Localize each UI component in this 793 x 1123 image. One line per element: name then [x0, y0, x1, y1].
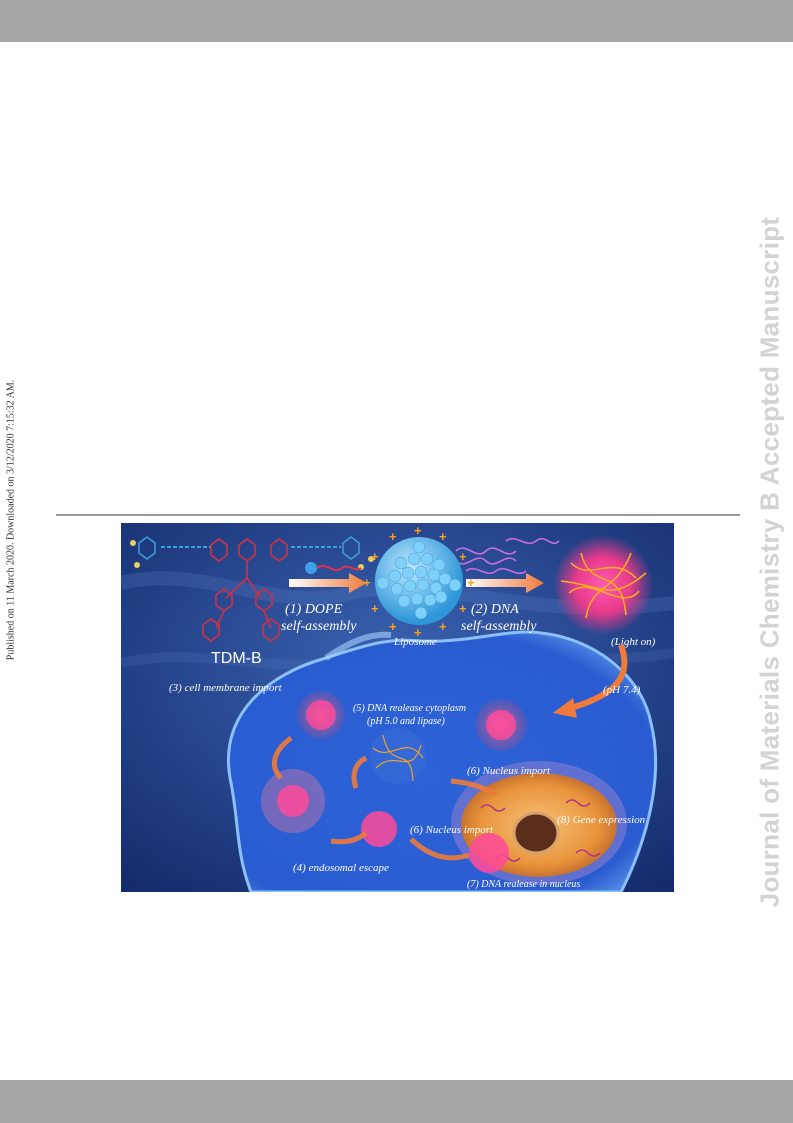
top-bar [0, 0, 793, 42]
svg-text:+: + [439, 529, 447, 544]
particle-entry [475, 699, 527, 751]
svg-text:+: + [389, 619, 397, 634]
step4-label: (4) endosomal escape [293, 862, 389, 874]
particle-cytoplasm [370, 728, 426, 784]
svg-text:+: + [459, 549, 467, 564]
bottom-bar [0, 1080, 793, 1123]
svg-text:+: + [389, 529, 397, 544]
step2-label-line1: (2) DNA [471, 602, 519, 617]
step5-label-line2: (pH 5.0 and lipase) [367, 716, 445, 727]
particle-escape [361, 811, 397, 847]
step1-label-line1: (1) DOPE [285, 602, 343, 617]
arrow-entry [570, 643, 628, 711]
accepted-manuscript-watermark: Journal of Materials Chemistry B Accepte… [754, 216, 785, 908]
tdm-b-molecule [130, 536, 374, 643]
svg-text:+: + [371, 549, 379, 564]
lipoplex-particle [553, 535, 653, 635]
step3-label: (3) cell membrane import [169, 682, 283, 694]
svg-text:+: + [363, 575, 371, 590]
step6b-label: (6) Nucleus import [410, 824, 494, 836]
particle-endosome [261, 769, 325, 833]
nucleolus [512, 811, 560, 855]
arrow-step2 [466, 573, 544, 593]
liposome-label: Liposome [393, 636, 437, 648]
step2-label-line2: self-assembly [461, 619, 537, 634]
ph74-label: (pH 7.4) [603, 684, 641, 696]
particle-membrane [297, 691, 345, 739]
svg-text:+: + [459, 601, 467, 616]
svg-text:+: + [467, 575, 475, 590]
svg-text:+: + [414, 625, 422, 640]
step8-label: (8) Gene expression [557, 814, 646, 826]
svg-text:+: + [439, 619, 447, 634]
svg-text:+: + [414, 523, 422, 538]
horizontal-rule [56, 514, 740, 516]
graphical-abstract: TDM-B +++ ++++ +++++ Liposome (1) DOPE [121, 523, 674, 892]
light-on-label: (Light on) [611, 636, 656, 648]
compound-label: TDM-B [211, 650, 262, 667]
arrow-step1 [289, 573, 367, 593]
particle-nuclear-pore [469, 833, 509, 873]
step5-label-line1: (5) DNA realease cytoplasm [353, 703, 466, 714]
step6a-label: (6) Nucleus import [467, 765, 551, 777]
liposome: +++ ++++ +++++ [363, 523, 475, 640]
step1-label-line2: self-assembly [281, 619, 357, 634]
svg-text:+: + [371, 601, 379, 616]
publication-note: Published on 11 March 2020. Downloaded o… [5, 379, 17, 661]
step7-label: (7) DNA realease in nucleus [467, 879, 580, 890]
